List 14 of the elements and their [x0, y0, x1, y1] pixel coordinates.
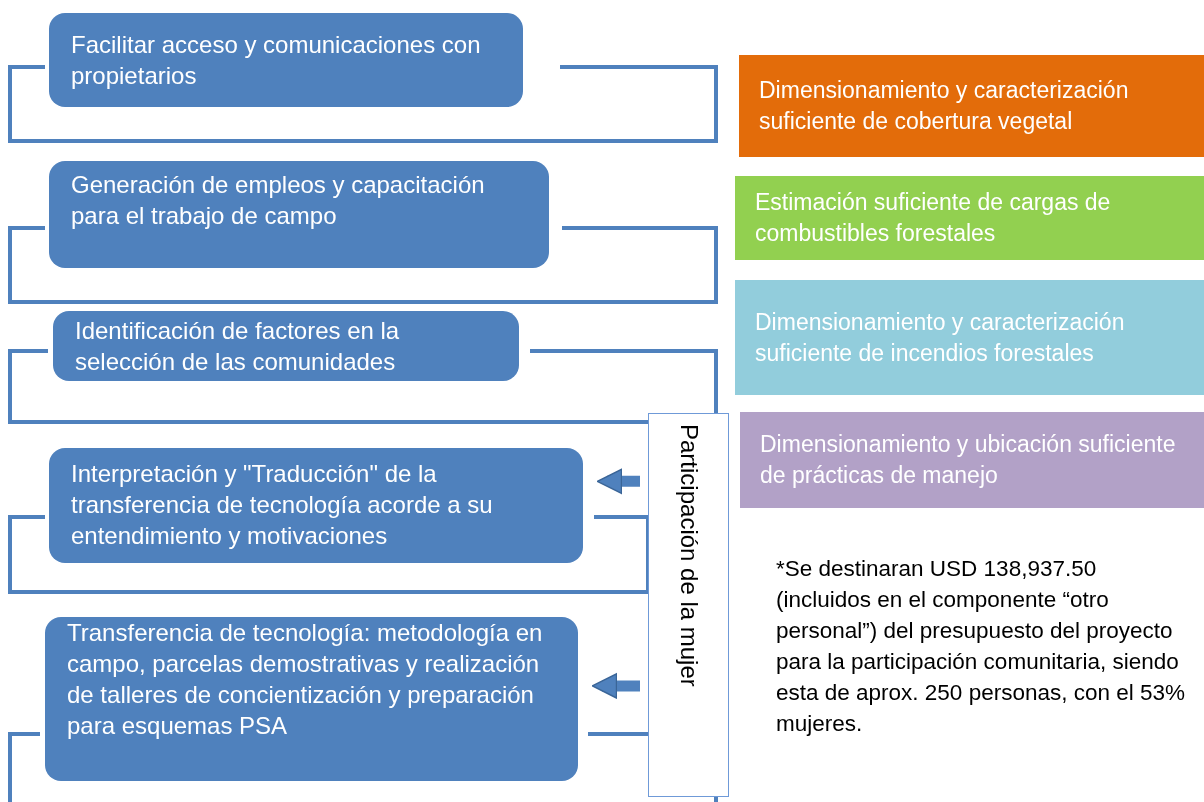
arrow	[591, 673, 640, 699]
process-box: Facilitar acceso y comunicaciones con propietarios	[49, 13, 523, 107]
side-panel	[648, 413, 729, 797]
result-box: Dimensionamiento y ubicación suficiente de prácticas de manejo	[740, 412, 1204, 508]
process-box: Transferencia de tecnología: metodología en campo, parcelas demostrativas y realización de talleres de concientización y preparación para esquemas PSA	[45, 617, 578, 781]
process-box: Identificación de factores en la selección de las comunidades	[53, 311, 519, 381]
panel-title: Participación de la mujer	[674, 424, 704, 689]
result-box: Dimensionamiento y caracterización suficiente de cobertura vegetal	[739, 55, 1204, 157]
arrow	[596, 468, 640, 495]
result-box: Dimensionamiento y caracterización suficiente de incendios forestales	[735, 280, 1204, 395]
process-box: Interpretación y "Traducción" de la transferencia de tecnología acorde a su entendimiento y motivaciones	[49, 448, 583, 563]
result-box: Estimación suficiente de cargas de combustibles forestales	[735, 176, 1204, 260]
process-box: Generación de empleos y capacitación para el trabajo de campo	[49, 161, 549, 268]
footnote: *Se destinaran USD 138,937.50 (incluidos en el componente “otro personal”) del presupuesto del proyecto para la participación comunitaria, siendo esta de aprox. 250 personas, con el 53% mujeres.	[776, 555, 1186, 738]
